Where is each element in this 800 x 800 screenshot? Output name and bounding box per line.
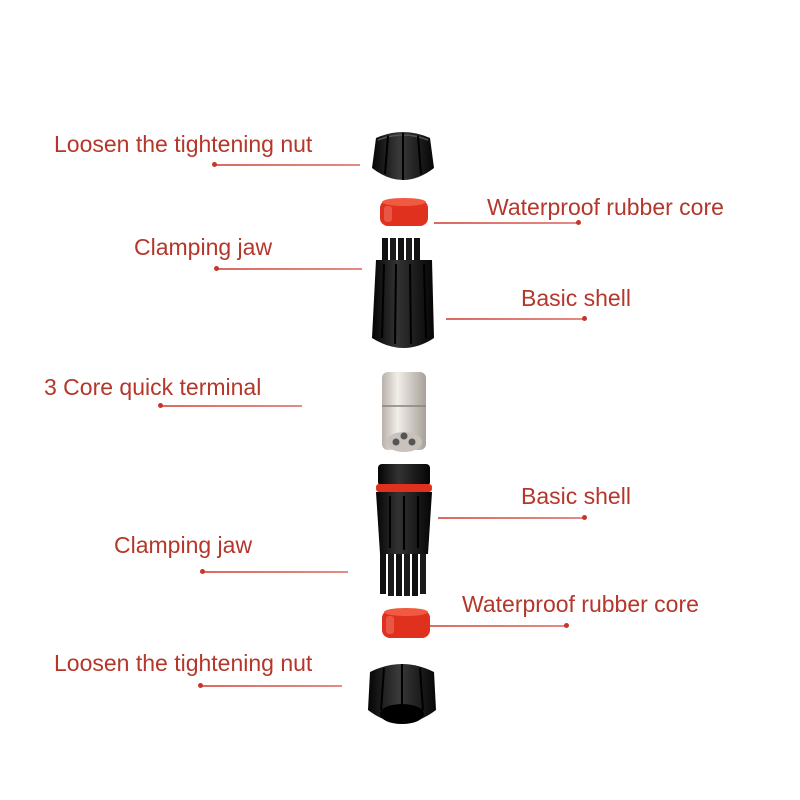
- leader-dot-top-nut: [212, 162, 217, 167]
- label-bottom-basic-shell: Basic shell: [521, 485, 631, 508]
- bottom-basic-shell: [368, 462, 440, 598]
- bottom-red-seal-ring: [376, 484, 432, 492]
- leader-dot-bottom-basic-shell: [582, 515, 587, 520]
- quick-terminal: [378, 370, 430, 456]
- label-quick-terminal: 3 Core quick terminal: [44, 376, 261, 399]
- leader-dot-top-basic-shell: [582, 316, 587, 321]
- bottom-clamping-jaw-fingers: [380, 554, 426, 596]
- bottom-tightening-nut: [366, 656, 438, 732]
- label-top-nut: Loosen the tightening nut: [54, 133, 312, 156]
- leader-quick-terminal: [160, 405, 302, 407]
- leader-top-nut: [214, 164, 360, 166]
- leader-bottom-nut: [200, 685, 342, 687]
- leader-dot-top-clamping-jaw: [214, 266, 219, 271]
- leader-bottom-clamping-jaw: [202, 571, 348, 573]
- top-tightening-nut: [370, 124, 436, 190]
- label-bottom-rubber-core: Waterproof rubber core: [462, 593, 699, 616]
- label-bottom-nut: Loosen the tightening nut: [54, 652, 312, 675]
- leader-dot-bottom-nut: [198, 683, 203, 688]
- top-basic-shell: [368, 238, 440, 354]
- label-bottom-clamping-jaw: Clamping jaw: [114, 534, 252, 557]
- leader-bottom-rubber-core: [420, 625, 566, 627]
- leader-dot-bottom-rubber-core: [564, 623, 569, 628]
- leader-dot-bottom-clamping-jaw: [200, 569, 205, 574]
- leader-top-clamping-jaw: [216, 268, 362, 270]
- label-top-rubber-core: Waterproof rubber core: [487, 196, 724, 219]
- leader-top-rubber-core: [434, 222, 580, 224]
- leader-bottom-basic-shell: [438, 517, 586, 519]
- label-top-clamping-jaw: Clamping jaw: [134, 236, 272, 259]
- leader-top-basic-shell: [446, 318, 586, 320]
- top-waterproof-rubber-core: [378, 196, 430, 230]
- bottom-waterproof-rubber-core: [380, 606, 432, 642]
- label-top-basic-shell: Basic shell: [521, 287, 631, 310]
- leader-dot-quick-terminal: [158, 403, 163, 408]
- leader-dot-top-rubber-core: [576, 220, 581, 225]
